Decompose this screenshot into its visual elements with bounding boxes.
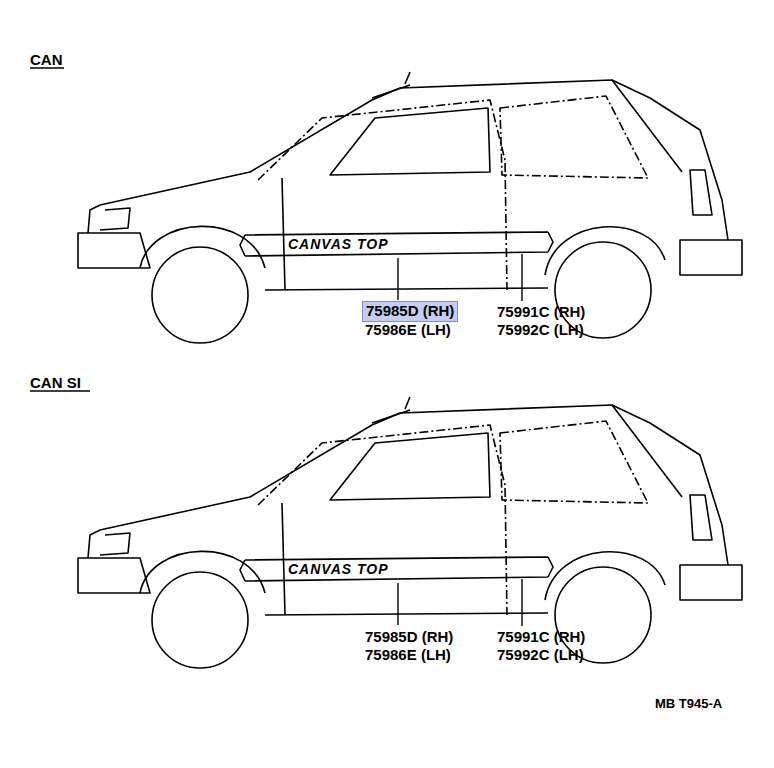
callout-number: 75986E (LH)	[365, 647, 451, 664]
callout-number: 75991C (RH)	[497, 304, 585, 321]
car-body	[78, 72, 742, 343]
heading: CAN	[30, 52, 63, 69]
decal-text: CANVAS TOP	[288, 237, 389, 252]
callout-number: 75986E (LH)	[365, 322, 451, 339]
callout-number: 75985D (RH)	[365, 629, 453, 646]
callout-number: 75992C (LH)	[497, 647, 584, 664]
callout-number: 75985D (RH)	[366, 303, 454, 320]
callout-number: 75991C (RH)	[497, 629, 585, 646]
car-body	[78, 397, 742, 668]
decal-text: CANVAS TOP	[288, 562, 389, 577]
callout-number: 75992C (LH)	[497, 322, 584, 339]
heading: CAN SI	[30, 375, 81, 392]
highlight-box: 75985D (RH)	[362, 301, 458, 322]
figure-code: MB T945-A	[655, 697, 722, 711]
